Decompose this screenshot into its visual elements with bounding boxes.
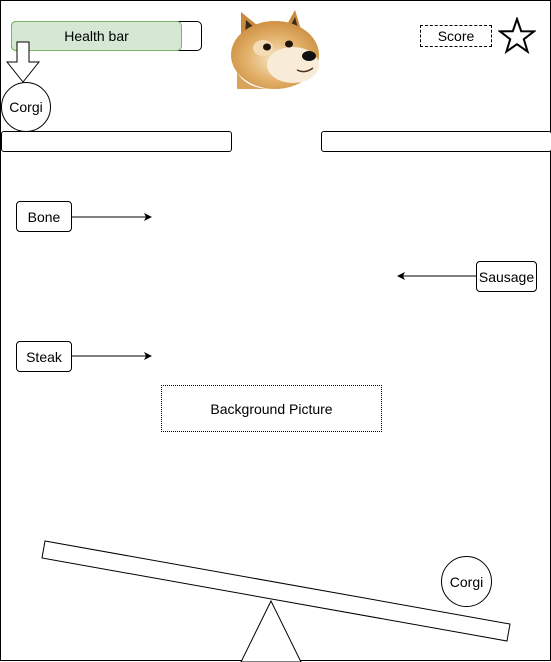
- score-box: Score: [420, 25, 492, 47]
- health-bar: Health bar: [11, 21, 182, 51]
- food-steak: Steak: [16, 341, 72, 372]
- score-label: Score: [437, 28, 475, 44]
- sausage-arrow: [397, 272, 476, 280]
- food-bone-label: Bone: [27, 208, 61, 225]
- food-sausage: Sausage: [476, 261, 537, 292]
- background-picture-placeholder: Background Picture: [161, 385, 382, 432]
- steak-arrow: [72, 352, 152, 360]
- star-icon: [498, 17, 536, 55]
- platform-right: [321, 131, 551, 152]
- bone-arrow: [72, 213, 152, 221]
- seesaw: [41, 540, 511, 662]
- food-bone: Bone: [16, 201, 72, 232]
- seesaw-fulcrum: [240, 599, 302, 662]
- food-steak-label: Steak: [26, 348, 62, 365]
- down-arrow-icon: [6, 41, 40, 83]
- seesaw-plank: [41, 540, 511, 642]
- background-picture-label: Background Picture: [210, 400, 333, 417]
- platform-left: [1, 131, 232, 152]
- health-bar-label: Health bar: [64, 28, 129, 44]
- seesaw-corgi: Corgi: [441, 556, 492, 607]
- player-corgi-label: Corgi: [9, 99, 43, 115]
- food-sausage-label: Sausage: [478, 268, 535, 285]
- doge-face-icon: [231, 10, 319, 90]
- seesaw-corgi-label: Corgi: [449, 573, 484, 590]
- player-corgi: Corgi: [1, 82, 51, 132]
